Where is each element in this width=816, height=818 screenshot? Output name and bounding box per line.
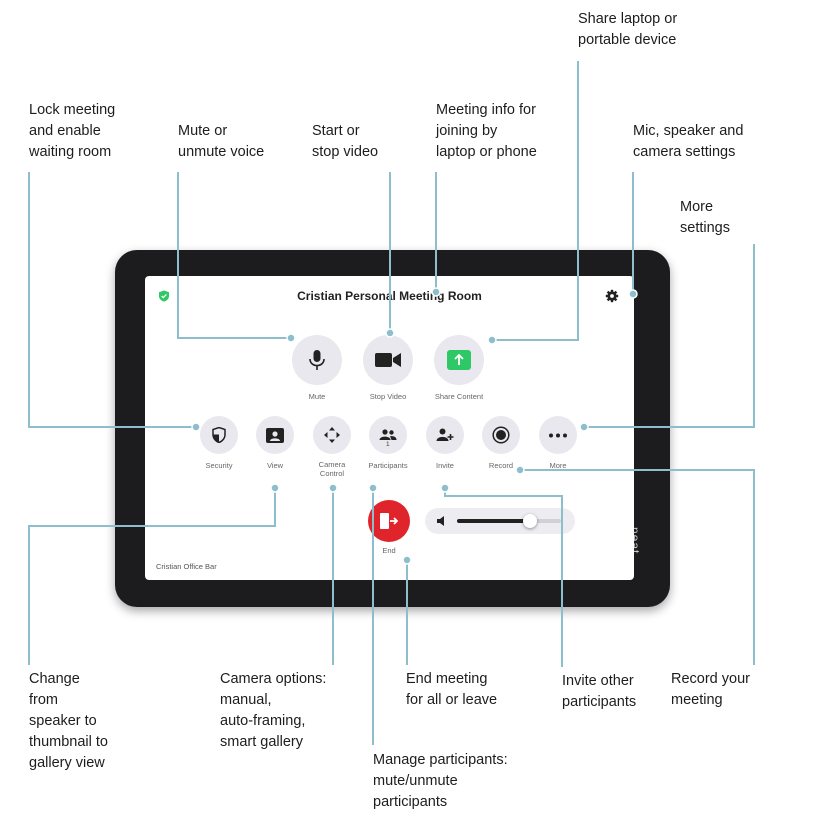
- callout-camera: Camera options: manual, auto-framing, sm…: [220, 671, 327, 750]
- invite-icon: [436, 428, 454, 441]
- security-shield-icon: [212, 427, 226, 443]
- view-label: View: [266, 461, 284, 470]
- dot-share: [487, 335, 497, 345]
- volume-slider[interactable]: [425, 508, 575, 534]
- camera-control-button[interactable]: [313, 416, 351, 454]
- participants-icon: [379, 429, 397, 440]
- participants-count: 1: [386, 441, 390, 448]
- callout-info: Meeting info for joining by laptop or ph…: [436, 102, 537, 160]
- dot-camera: [328, 483, 338, 493]
- view-icon: [266, 427, 284, 443]
- dot-lock: [191, 422, 201, 432]
- end-call-icon: [380, 513, 399, 529]
- callout-mute: Mute or unmute voice: [178, 123, 265, 160]
- security-label: Security: [205, 461, 233, 470]
- leader-lock: [28, 172, 196, 428]
- callout-settings: Mic, speaker and camera settings: [633, 123, 744, 160]
- security-button[interactable]: [200, 416, 238, 454]
- callout-change: Change from speaker to thumbnail to gall…: [29, 671, 108, 771]
- invite-button[interactable]: [426, 416, 464, 454]
- speaker-icon: [437, 516, 444, 526]
- invite-label: Invite: [436, 461, 454, 470]
- leader-mute: [177, 172, 291, 339]
- more-button[interactable]: [539, 416, 577, 454]
- leader-share: [492, 61, 579, 341]
- dot-settings: [628, 289, 638, 299]
- stop-video-label: Stop Video: [369, 392, 407, 401]
- dot-video: [385, 328, 395, 338]
- camera-move-icon: [324, 427, 340, 443]
- callout-invite: Invite other participants: [562, 673, 637, 710]
- more-dots-icon: [549, 433, 567, 437]
- participants-button[interactable]: [369, 416, 407, 454]
- stop-video-button[interactable]: [363, 335, 413, 385]
- more-label: More: [549, 461, 567, 470]
- callout-end: End meeting for all or leave: [406, 671, 498, 708]
- leader-record: [520, 469, 755, 665]
- record-label: Record: [488, 461, 514, 470]
- record-button[interactable]: [482, 416, 520, 454]
- gear-icon[interactable]: [605, 289, 619, 303]
- leader-invite: [444, 488, 563, 667]
- leader-more: [584, 244, 755, 428]
- volume-fill: [457, 519, 530, 523]
- end-button[interactable]: [368, 500, 410, 542]
- volume-track: [457, 514, 561, 528]
- mute-button[interactable]: [292, 335, 342, 385]
- microphone-icon: [309, 350, 325, 370]
- dot-change: [270, 483, 280, 493]
- callout-participants: Manage participants: mute/unmute partici…: [373, 752, 508, 810]
- callout-share: Share laptop or portable device: [578, 11, 678, 48]
- dot-info: [431, 287, 441, 297]
- callout-more: More settings: [680, 199, 730, 236]
- dot-invite: [440, 483, 450, 493]
- video-camera-icon: [375, 353, 401, 367]
- dot-mute: [286, 333, 296, 343]
- share-content-button[interactable]: [434, 335, 484, 385]
- volume-knob[interactable]: [522, 514, 537, 528]
- record-icon: [492, 426, 510, 444]
- share-content-label: Share Content: [434, 392, 484, 401]
- participants-label: Participants: [368, 461, 408, 470]
- callout-record: Record your meeting: [671, 671, 750, 708]
- dot-end: [402, 555, 412, 565]
- dot-record: [515, 465, 525, 475]
- office-label: Cristian Office Bar: [156, 562, 217, 571]
- share-arrow-icon: [447, 350, 471, 370]
- callout-lock: Lock meeting and enable waiting room: [29, 102, 116, 160]
- leader-change: [28, 488, 276, 665]
- view-button[interactable]: [256, 416, 294, 454]
- dot-participants: [368, 483, 378, 493]
- end-label: End: [382, 546, 396, 555]
- callout-video: Start or stop video: [312, 123, 379, 160]
- dot-more: [579, 422, 589, 432]
- mute-label: Mute: [308, 392, 326, 401]
- shield-icon[interactable]: [158, 290, 170, 302]
- camera-control-label: Camera Control: [318, 460, 346, 478]
